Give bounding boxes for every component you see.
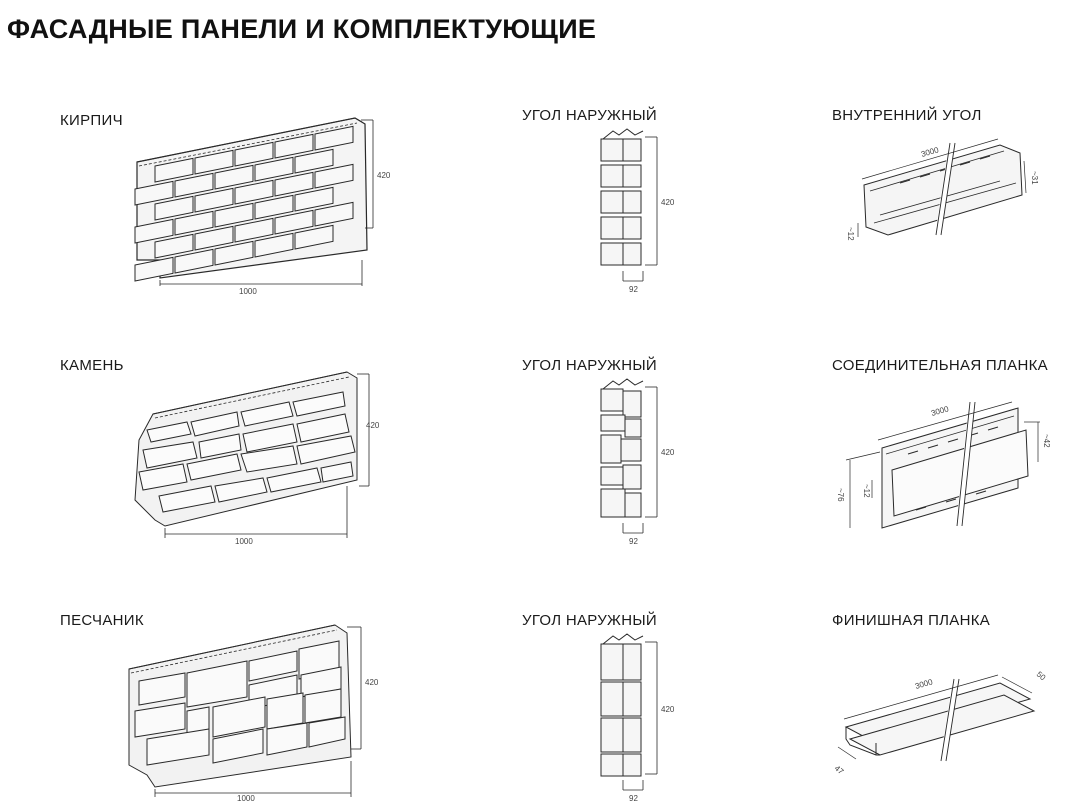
brick-panel-shape [134, 117, 368, 282]
corner-3-height-dim: 420 [645, 641, 675, 775]
brick-height-label: 420 [377, 171, 391, 180]
brick [174, 172, 214, 198]
label-corner-2: УГОЛ НАРУЖНЫЙ [522, 357, 658, 374]
brick [194, 225, 234, 251]
joint-strip-length-label: 3000 [930, 404, 950, 418]
corner-3-shape [600, 633, 644, 777]
label-stone: КАМЕНЬ [60, 357, 124, 374]
brick [314, 125, 354, 151]
brick [254, 156, 294, 182]
corner-1-shape [600, 128, 644, 266]
brick [254, 194, 294, 220]
corner-1-width-label: 92 [629, 285, 638, 294]
joint-strip-shape [881, 401, 1029, 529]
brick [274, 133, 314, 159]
corner-1-height-label: 420 [661, 198, 675, 207]
sandstone-width-dim: 1000 [154, 761, 352, 803]
finish-strip-drawing: 3000 50 47 [833, 670, 1048, 777]
joint-strip-a-label: ~42 [1042, 434, 1051, 448]
page-title: ФАСАДНЫЕ ПАНЕЛИ И КОМПЛЕКТУЮЩИЕ [7, 14, 597, 44]
label-corner-1: УГОЛ НАРУЖНЫЙ [522, 107, 658, 124]
joint-strip-b-label: ~76 [836, 488, 845, 502]
brick [274, 171, 314, 197]
finish-strip-b-label: 47 [833, 764, 846, 777]
brick [314, 163, 354, 189]
sandstone-panel-drawing: 420 1000 [128, 624, 379, 803]
sandstone-panel-shape [128, 624, 352, 788]
brick [134, 180, 174, 206]
joint-strip-c-label: ~12 [862, 484, 871, 498]
brick [194, 149, 234, 175]
brick [174, 210, 214, 236]
brick [234, 141, 274, 167]
brick [314, 201, 354, 227]
brick [254, 232, 294, 258]
brick [154, 195, 194, 221]
brick [154, 233, 194, 259]
stone-width-dim: 1000 [164, 486, 348, 546]
label-joint-strip: СОЕДИНИТЕЛЬНАЯ ПЛАНКА [832, 357, 1048, 374]
corner-1-drawing: 420 92 [600, 128, 675, 294]
corner-2-width-label: 92 [629, 537, 638, 546]
brick [294, 148, 334, 174]
brick [234, 179, 274, 205]
corner-2-height-dim: 420 [645, 386, 675, 518]
label-corner-3: УГОЛ НАРУЖНЫЙ [522, 612, 658, 629]
brick [214, 240, 254, 266]
finish-strip-shape [844, 678, 1036, 762]
brick [214, 202, 254, 228]
brick [134, 218, 174, 244]
brick [294, 224, 334, 250]
brick [174, 248, 214, 274]
label-brick: КИРПИЧ [60, 112, 123, 129]
brick-width-label: 1000 [239, 287, 257, 296]
stone-height-label: 420 [366, 421, 380, 430]
corner-2-width-dim: 92 [622, 523, 644, 546]
inner-corner-drawing: 3000 ~31 ~12 [846, 138, 1039, 241]
label-finish-strip: ФИНИШНАЯ ПЛАНКА [832, 612, 991, 629]
corner-3-width-label: 92 [629, 794, 638, 803]
corner-2-drawing: 420 92 [600, 378, 675, 546]
corner-3-height-label: 420 [661, 705, 675, 714]
brick [234, 217, 274, 243]
brick-height-dim: 420 [361, 119, 391, 229]
stone-panel-shape [134, 371, 358, 527]
inner-corner-a-label: ~31 [1030, 171, 1039, 185]
stone-panel-drawing: 420 1000 [134, 371, 380, 546]
brick-panel-drawing: 420 1000 [134, 117, 391, 296]
sandstone-height-label: 420 [365, 678, 379, 687]
inner-corner-shape [863, 142, 1023, 236]
brick [194, 187, 234, 213]
brick [134, 256, 174, 282]
finish-strip-length-label: 3000 [914, 677, 934, 691]
stone-width-label: 1000 [235, 537, 253, 546]
corner-1-height-dim: 420 [645, 136, 675, 266]
corner-2-shape [600, 378, 644, 518]
brick [154, 157, 194, 183]
label-inner-corner: ВНУТРЕННИЙ УГОЛ [832, 107, 982, 124]
inner-corner-b-label: ~12 [846, 227, 855, 241]
finish-strip-a-label: 50 [1035, 670, 1048, 683]
sandstone-height-dim: 420 [347, 626, 379, 750]
label-sandstone: ПЕСЧАНИК [60, 612, 144, 629]
brick [294, 186, 334, 212]
joint-strip-drawing: 3000 ~42 ~76 ~12 [836, 401, 1051, 529]
corner-2-height-label: 420 [661, 448, 675, 457]
sandstone-width-label: 1000 [237, 794, 255, 803]
brick [274, 209, 314, 235]
corner-3-drawing: 420 92 [600, 633, 675, 803]
stone-height-dim: 420 [357, 373, 380, 487]
brick-width-dim: 1000 [159, 260, 363, 296]
corner-1-width-dim: 92 [622, 271, 644, 294]
corner-3-width-dim: 92 [622, 780, 644, 803]
brick [214, 164, 254, 190]
